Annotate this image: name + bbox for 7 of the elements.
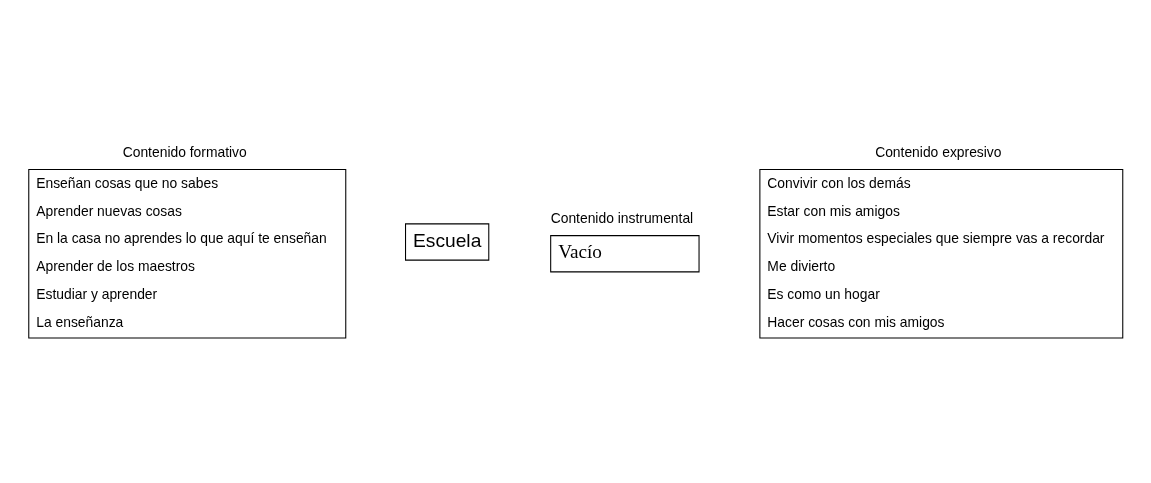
node-box: Enseñan cosas que no sabes Aprender nuevas cosas En la casa no aprendes lo que aquí te enseñan Aprender de los maestros Estudiar y aprender La enseñanza <box>28 168 347 339</box>
node-box: Vacío <box>550 234 700 272</box>
node-label: Contenido expresivo <box>875 143 1002 160</box>
node-label: Contenido formativo <box>122 143 247 160</box>
node-label: Contenido instrumental <box>550 209 694 226</box>
node-box: Escuela <box>405 222 490 261</box>
node-box: Convivir con los demás Estar con mis amigos Vivir momentos especiales que siempre vas a recordar Me divierto Es como un hogar Hacer cosas con mis amigos <box>759 168 1124 339</box>
